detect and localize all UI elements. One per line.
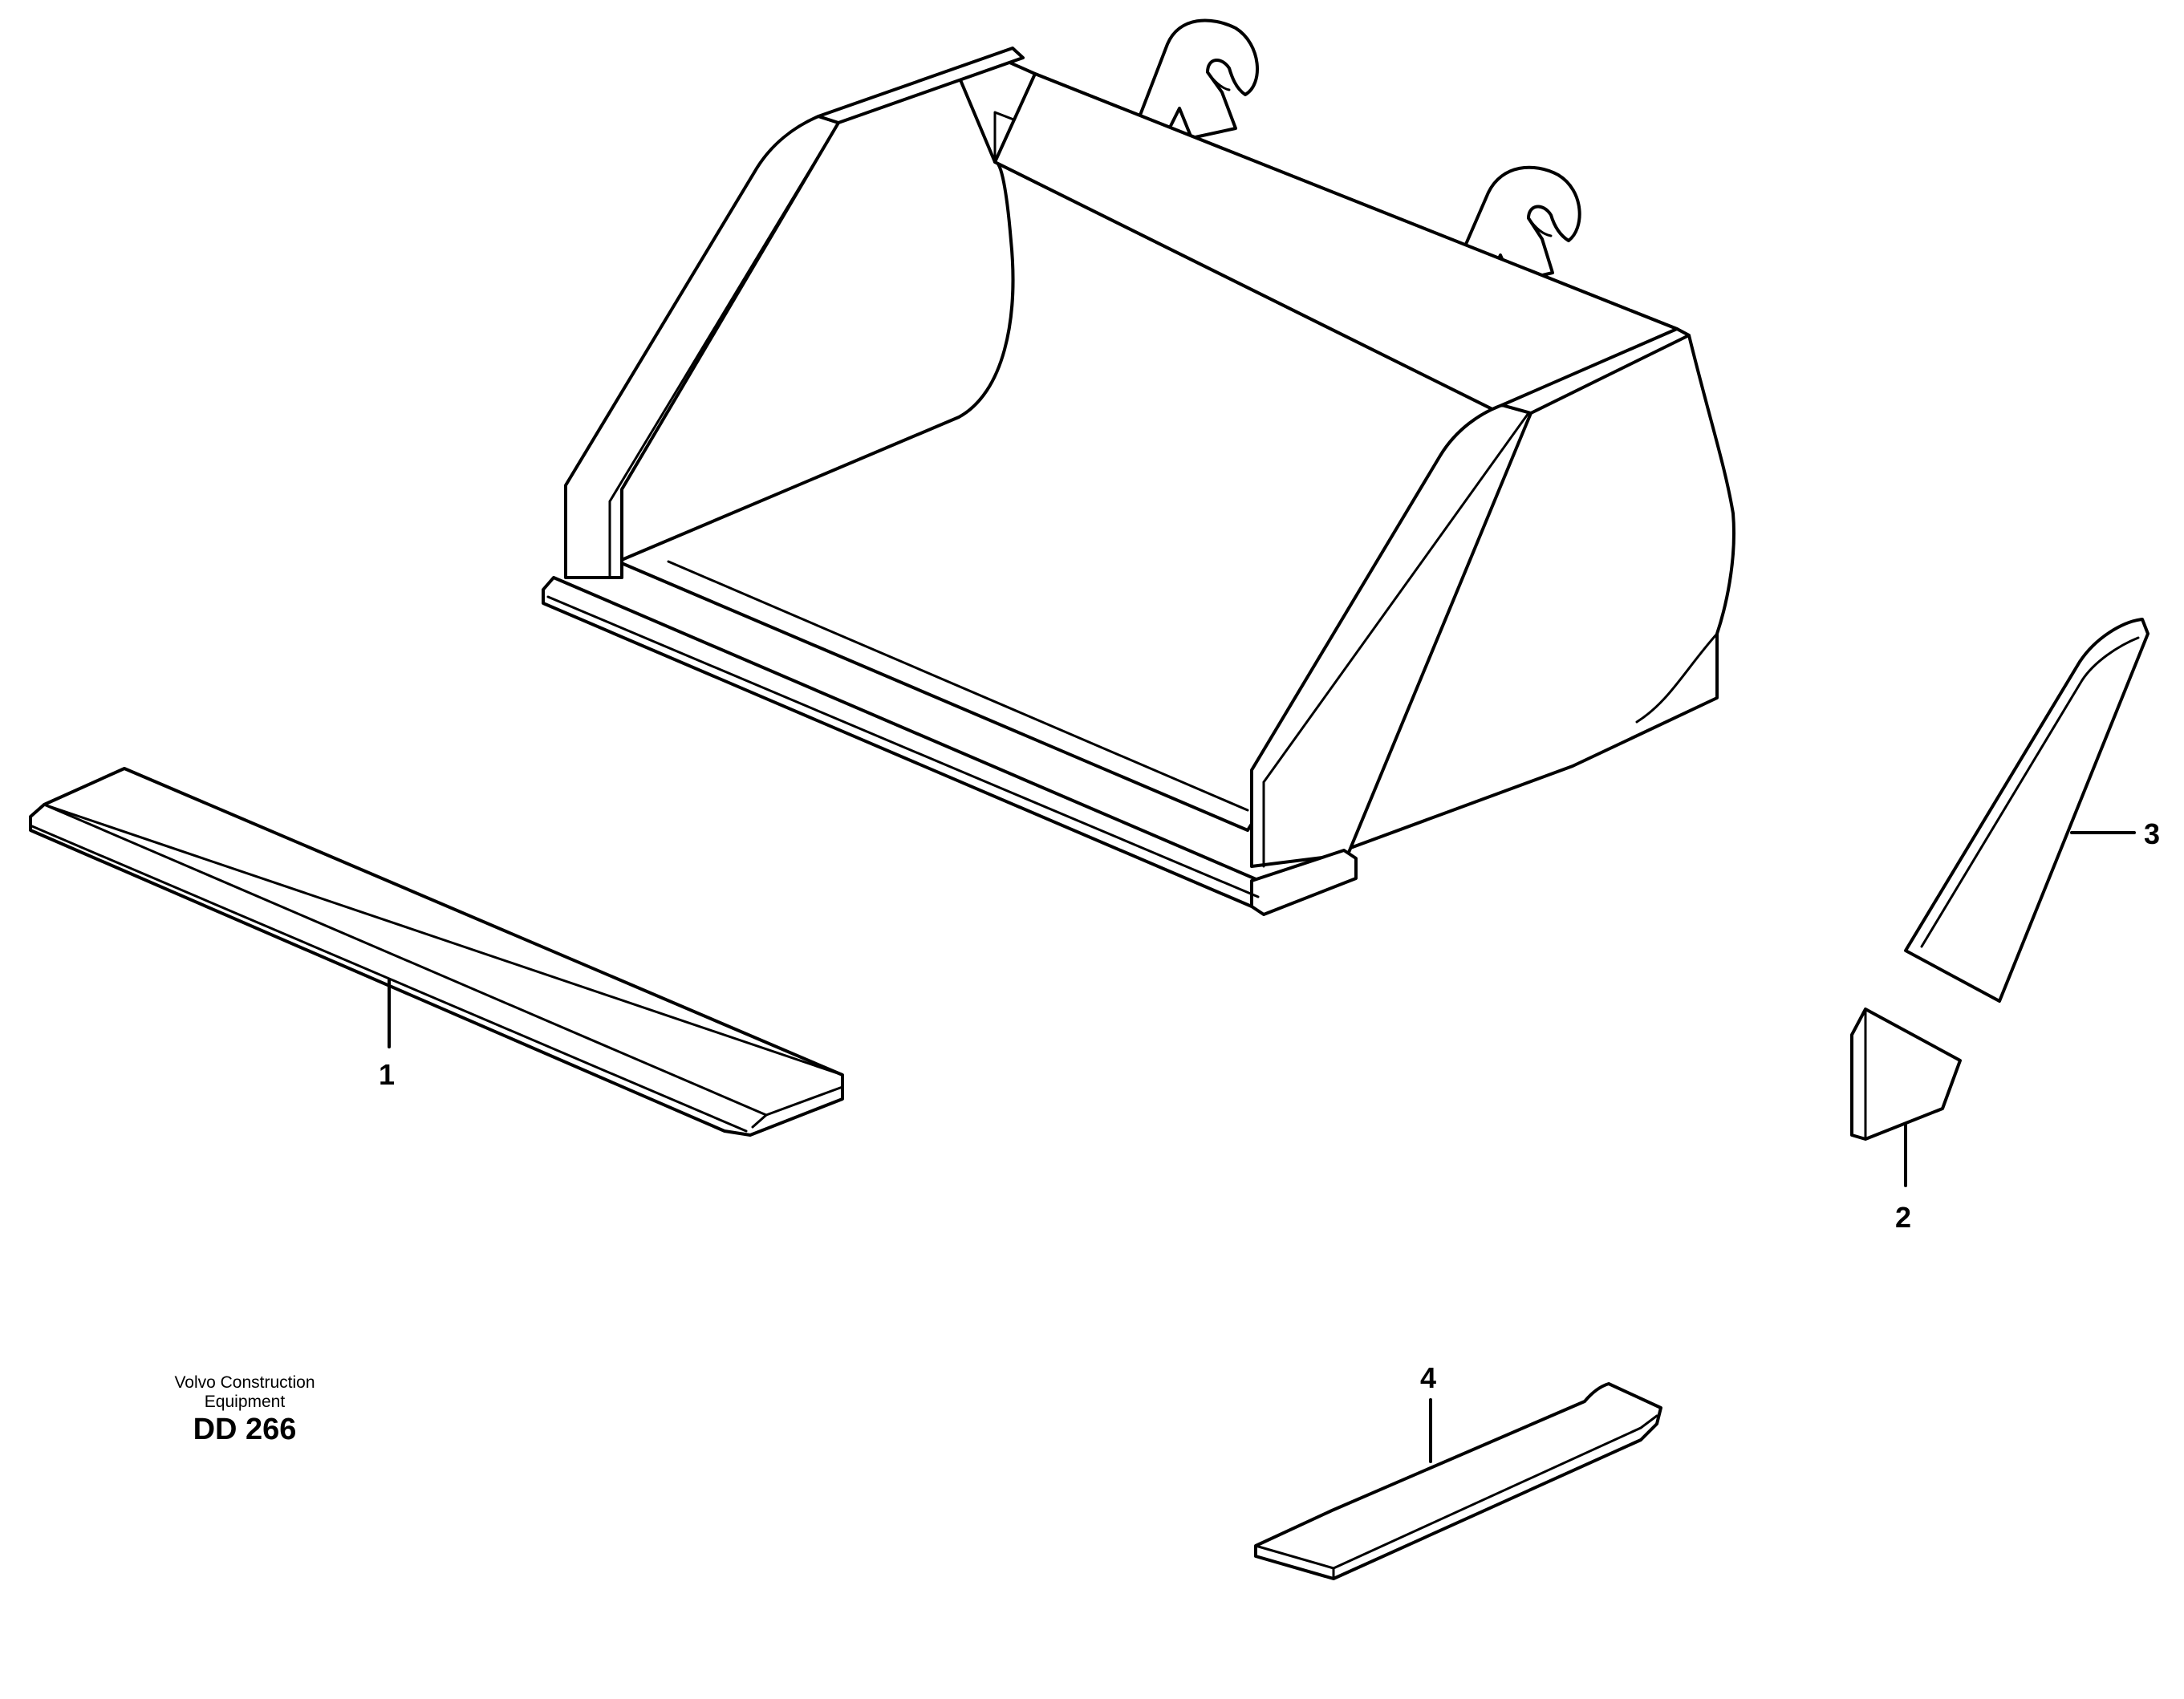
- part-4-wear-strip: [1254, 1382, 1662, 1580]
- part-3-side-wear-strip: [1904, 618, 2149, 1003]
- part-1-cutting-edge: [29, 767, 844, 1137]
- callout-1: 1: [379, 1058, 395, 1091]
- drawing-code: DD 266: [193, 1413, 297, 1446]
- bucket-cutting-edge: [542, 576, 1358, 916]
- bucket-side-plate-right: [1250, 327, 1691, 868]
- bucket-hook-left: [1126, 18, 1259, 150]
- bucket: [542, 18, 1735, 916]
- part-2-corner-piece: [1850, 1008, 1962, 1141]
- credit-company: Volvo Construction: [174, 1373, 315, 1392]
- callout-3: 3: [2144, 817, 2160, 850]
- bucket-side-plate-left: [564, 47, 1025, 579]
- callout-2: 2: [1895, 1201, 1911, 1234]
- drawing-credit: Volvo Construction Equipment DD 266: [120, 1373, 369, 1447]
- credit-division: Equipment: [204, 1393, 286, 1411]
- callout-4: 4: [1420, 1361, 1436, 1394]
